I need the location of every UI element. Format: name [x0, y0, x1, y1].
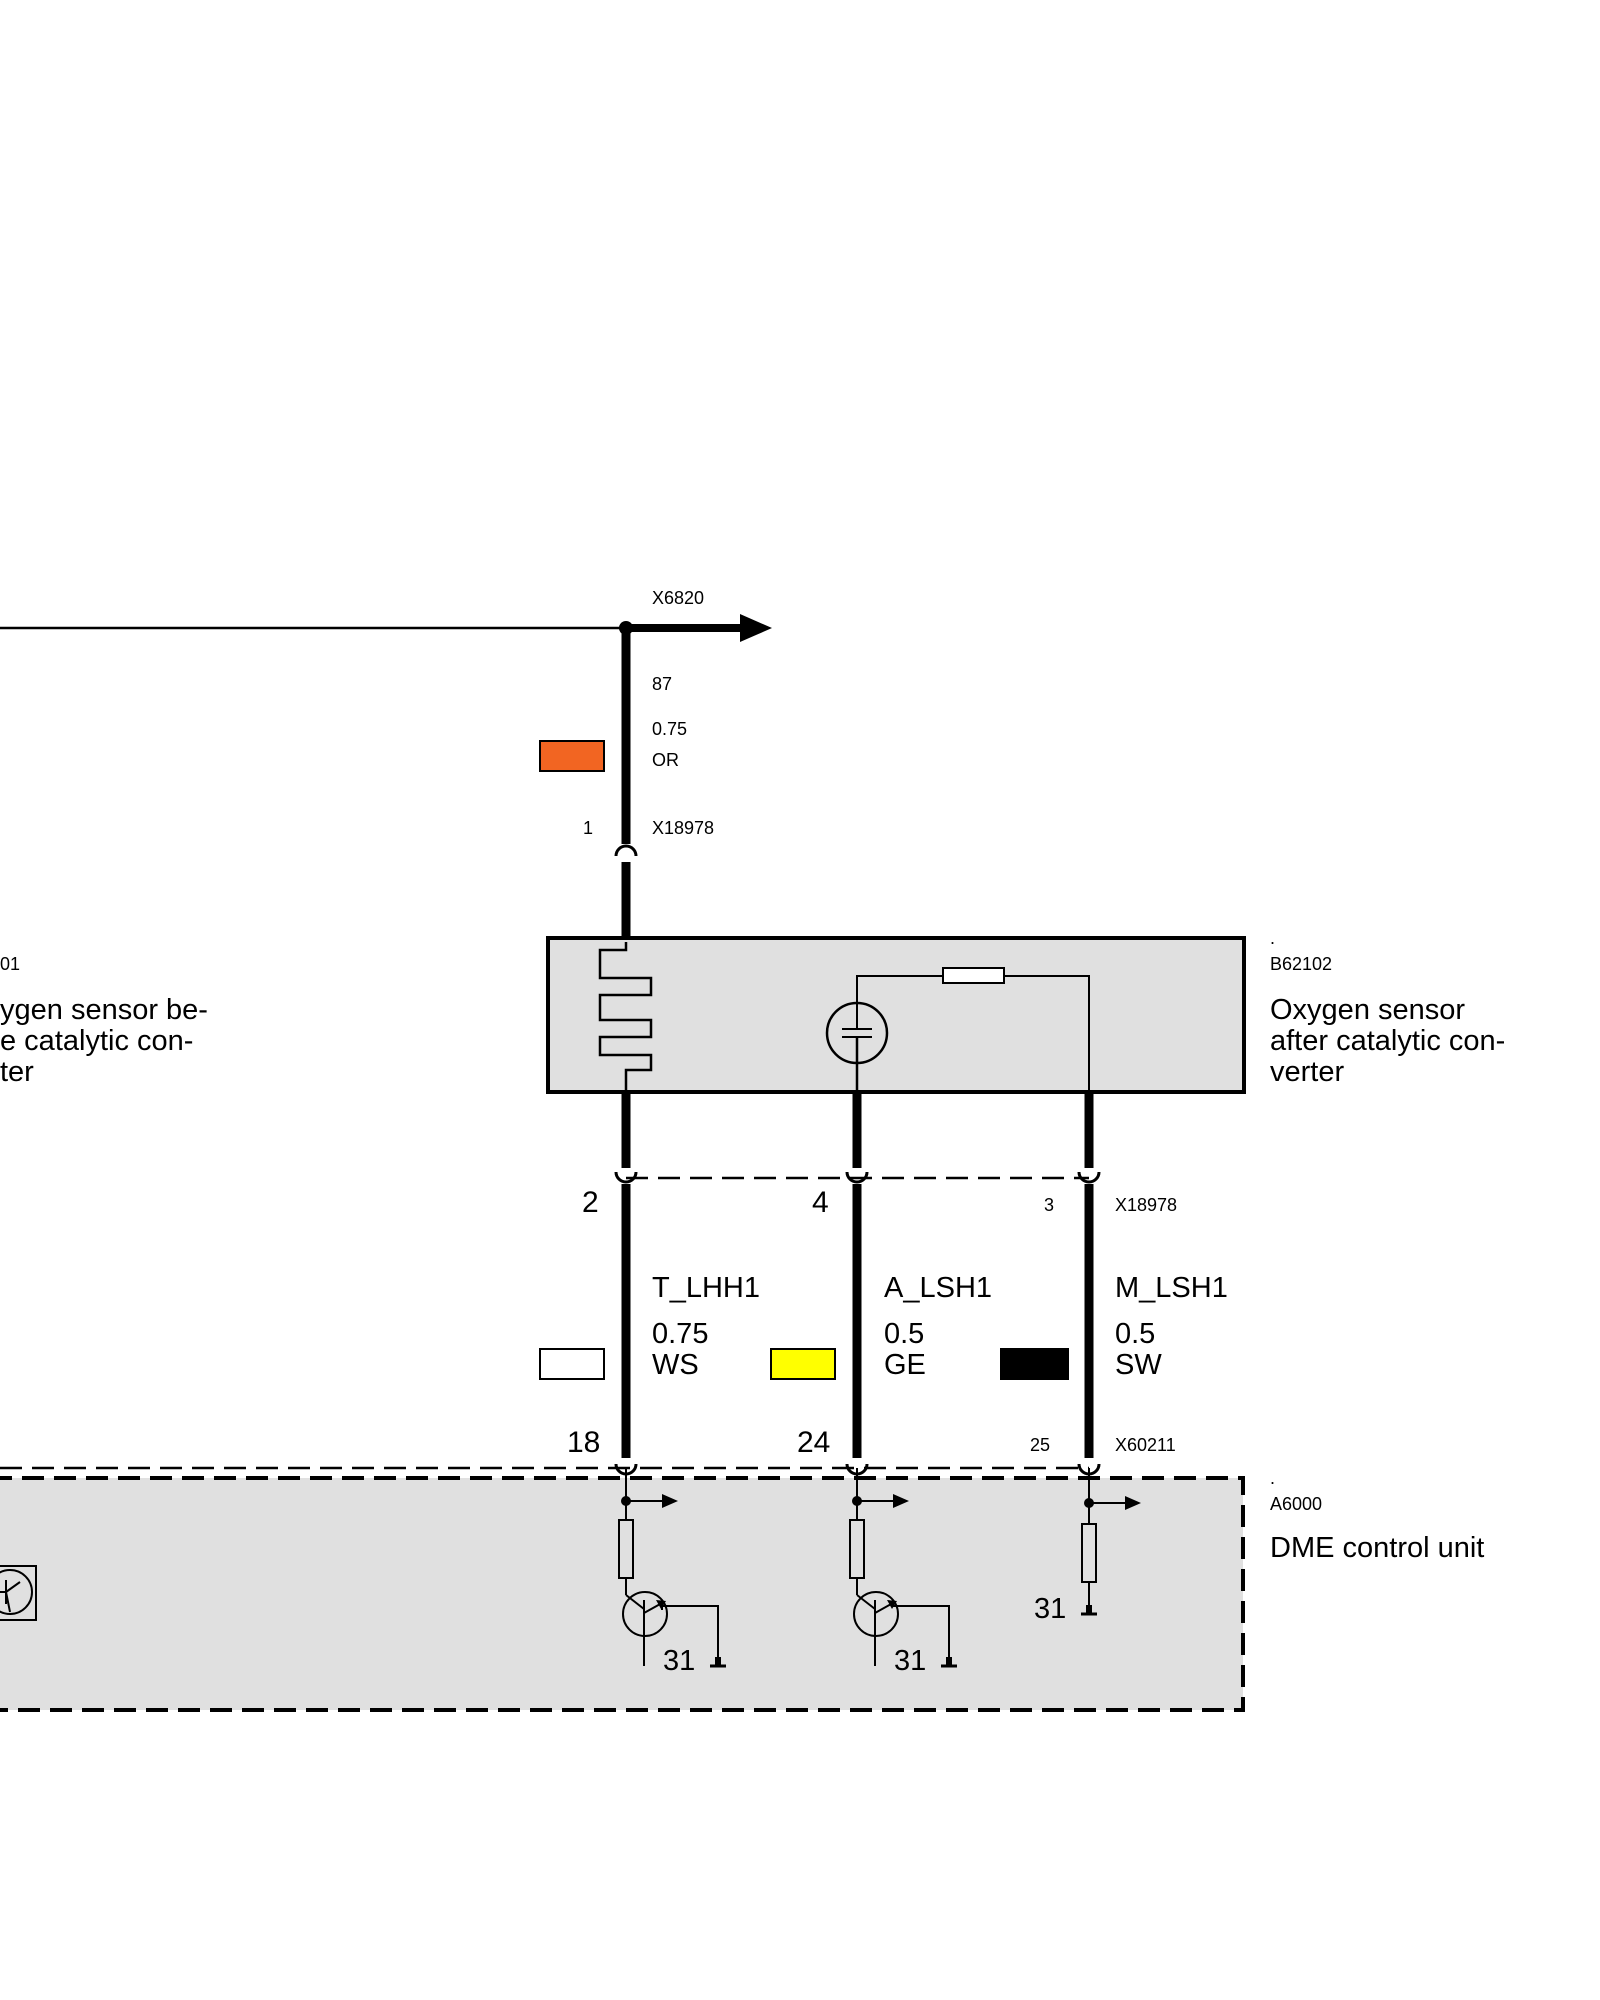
- sensor-resistor-lead: [1004, 975, 1090, 1092]
- wire-1-signal: T_LHH1: [652, 1272, 760, 1304]
- element: [715, 1657, 721, 1666]
- bottom-pin-1: 18: [567, 1426, 600, 1459]
- element: [5, 1591, 11, 1613]
- supply-wire-color-code: OR: [652, 750, 679, 770]
- control-unit-box: [0, 1476, 1245, 1712]
- element: [5, 1581, 21, 1593]
- internal-arrow-2: [893, 1494, 909, 1508]
- control-unit-name: DME control unit: [1270, 1532, 1484, 1564]
- connector-x6820-label: X6820: [652, 588, 704, 608]
- wire-2-color-code: GE: [884, 1349, 926, 1381]
- element: [1086, 1605, 1092, 1614]
- sensor-after-dot: .: [1270, 928, 1275, 948]
- mid-pin-1: 2: [582, 1186, 599, 1219]
- wire-2-signal: A_LSH1: [884, 1272, 992, 1304]
- sensor-after-name-line3: verter: [1270, 1056, 1344, 1088]
- sensor-before-name-line3: ter: [0, 1056, 34, 1088]
- supply-pin-label: 87: [652, 674, 672, 694]
- mid-connector-id: X18978: [1115, 1195, 1177, 1215]
- sensor-after-name-line2: after catalytic con-: [1270, 1025, 1505, 1057]
- mid-connector-break-1: [614, 1171, 638, 1184]
- bottom-pin-3: 25: [1030, 1435, 1050, 1455]
- mid-connector-break-2: [845, 1171, 869, 1184]
- left-transistor-frame: [0, 1565, 37, 1621]
- top-conn-pin-label: 1: [583, 818, 593, 838]
- wire-1-size: 0.75: [652, 1318, 708, 1350]
- mid-pin-2: 4: [812, 1186, 829, 1219]
- element: [856, 1594, 876, 1610]
- mid-connector-break-3: [1077, 1171, 1101, 1184]
- sensor-before-id: 01: [0, 954, 20, 974]
- orange-wire-swatch: [539, 740, 605, 772]
- control-unit-id: A6000: [1270, 1494, 1322, 1514]
- wire-2-size: 0.5: [884, 1318, 924, 1350]
- control-unit-dot: .: [1270, 1468, 1275, 1488]
- internal-circuit-1: [618, 1468, 726, 1668]
- ground-label-2: 31: [894, 1645, 926, 1677]
- internal-arrow-1: [662, 1494, 678, 1508]
- wire-3-size: 0.5: [1115, 1318, 1155, 1350]
- continuation-arrow: [740, 614, 772, 642]
- sensor-before-name-line2: e catalytic con-: [0, 1025, 193, 1057]
- internal-circuit-3: [1081, 1468, 1141, 1616]
- element: [946, 1657, 952, 1666]
- wire-3-signal: M_LSH1: [1115, 1272, 1228, 1304]
- wire-3-color-code: SW: [1115, 1349, 1162, 1381]
- bottom-pin-2: 24: [797, 1426, 830, 1459]
- sensor-after-box: [546, 936, 1246, 1094]
- sensor-before-name-line1: ygen sensor be-: [0, 994, 208, 1026]
- element: [887, 1600, 897, 1609]
- internal-arrow-3: [1125, 1496, 1141, 1510]
- supply-wire-size: 0.75: [652, 719, 687, 739]
- connector-break-symbol: [614, 844, 638, 857]
- sensor-after-name-line1: Oxygen sensor: [1270, 994, 1465, 1026]
- bottom-connector-id: X60211: [1115, 1435, 1176, 1455]
- internal-circuit-2: [849, 1468, 957, 1668]
- element: [660, 1605, 719, 1666]
- sensor-after-id: B62102: [1270, 954, 1332, 974]
- sensor-resistor-symbol: [942, 967, 1005, 984]
- wire-2-color-swatch: [770, 1348, 836, 1380]
- ground-label-1: 31: [663, 1645, 695, 1677]
- element: [625, 1594, 645, 1610]
- sensor-cell-lead-top: [856, 975, 943, 1004]
- wire-1-color-swatch: [539, 1348, 605, 1380]
- left-transistor-symbol: [0, 1569, 33, 1615]
- wire-1-color-code: WS: [652, 1349, 699, 1381]
- heater-element-symbol: [598, 942, 653, 1092]
- wire-3-color-swatch: [1000, 1348, 1069, 1380]
- element: [891, 1605, 950, 1666]
- top-conn-id-label: X18978: [652, 818, 714, 838]
- ground-label-3: 31: [1034, 1593, 1066, 1625]
- mid-pin-3: 3: [1044, 1195, 1054, 1215]
